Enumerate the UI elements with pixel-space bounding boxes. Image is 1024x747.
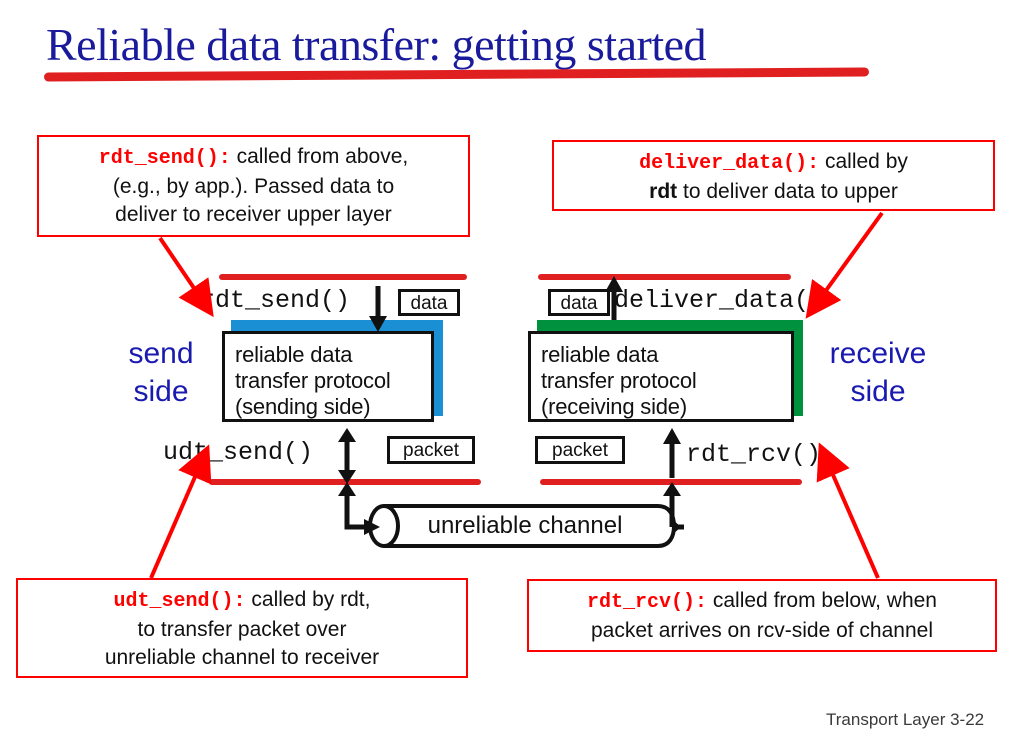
receive-protocol-line3: (receiving side) — [541, 394, 687, 419]
footer-text: Transport Layer 3-22 — [826, 710, 985, 729]
callout-rdt-send: rdt_send(): called from above, (e.g., by… — [37, 135, 470, 237]
unreliable-channel-label: unreliable channel — [427, 512, 623, 539]
receive-protocol-line1: reliable data — [541, 342, 659, 367]
callout-rdt-rcv-line1: called from below, when — [707, 589, 937, 612]
callout-udt-send-line1: called by rdt, — [245, 588, 371, 611]
label-send-side-line2: side — [133, 375, 189, 408]
pointer-arrow-deliver-data — [805, 211, 884, 319]
label-send-side: send side — [105, 335, 217, 411]
pointer-arrow-udt-send — [149, 444, 212, 579]
callout-udt-send-line2: to transfer packet over — [137, 618, 347, 641]
label-send-side-line1: send — [128, 337, 194, 370]
label-deliver-data: deliver_data() — [614, 286, 825, 315]
arrow-udt-send-double — [338, 428, 356, 484]
label-udt-send: udt_send() — [163, 438, 314, 467]
callout-udt-send-fn: udt_send(): — [113, 590, 246, 613]
send-protocol-line2: transfer protocol — [235, 368, 391, 393]
pointer-arrow-rdt-rcv — [816, 442, 880, 579]
label-rdt-rcv: rdt_rcv() — [686, 440, 822, 469]
chip-packet-send: packet — [387, 436, 475, 464]
callout-rdt-rcv: rdt_rcv(): called from below, when packe… — [527, 579, 997, 652]
layer-divider-bottom-receive — [540, 479, 802, 485]
callout-rdt-send-fn: rdt_send(): — [98, 147, 231, 170]
label-rdt-send: rdt_send() — [200, 286, 351, 315]
callout-rdt-send-line3: deliver to receiver upper layer — [115, 203, 392, 226]
callout-deliver-data-fn: deliver_data(): — [639, 152, 820, 175]
chip-data-receive: data — [548, 289, 610, 316]
label-receive-side-line1: receive — [829, 337, 927, 370]
layer-divider-top-receive — [538, 274, 791, 280]
callout-rdt-send-line1: called from above, — [230, 145, 409, 168]
chip-packet-receive: packet — [535, 436, 625, 464]
arrow-rdt-rcv-up — [663, 428, 681, 478]
callout-deliver-data-line1: called by — [819, 150, 908, 173]
callout-rdt-rcv-line2: packet arrives on rcv-side of channel — [591, 619, 933, 642]
page-title: Reliable data transfer: getting started — [46, 19, 707, 70]
callout-deliver-data: deliver_data(): called by rdt to deliver… — [552, 140, 995, 211]
send-protocol-box: reliable data transfer protocol (sending… — [222, 331, 434, 422]
callout-rdt-rcv-fn: rdt_rcv(): — [587, 591, 708, 614]
callout-deliver-data-line2: to deliver data to upper — [677, 180, 898, 203]
callout-deliver-data-rdt-bold: rdt — [649, 180, 678, 203]
callout-rdt-send-line2: (e.g., by app.). Passed data to — [112, 175, 395, 198]
receive-protocol-line2: transfer protocol — [541, 368, 697, 393]
callout-udt-send-line3: unreliable channel to receiver — [104, 646, 380, 669]
pointer-arrow-rdt-send — [158, 236, 214, 318]
layer-divider-bottom-send — [209, 479, 481, 485]
label-receive-side-line2: side — [850, 375, 906, 408]
receive-protocol-box: reliable data transfer protocol (receivi… — [528, 331, 794, 422]
chip-data-send: data — [398, 289, 460, 316]
send-protocol-line3: (sending side) — [235, 394, 371, 419]
label-receive-side: receive side — [812, 335, 944, 411]
callout-udt-send: udt_send(): called by rdt, to transfer p… — [16, 578, 468, 678]
send-protocol-line1: reliable data — [235, 342, 353, 367]
layer-divider-top-send — [219, 274, 467, 280]
